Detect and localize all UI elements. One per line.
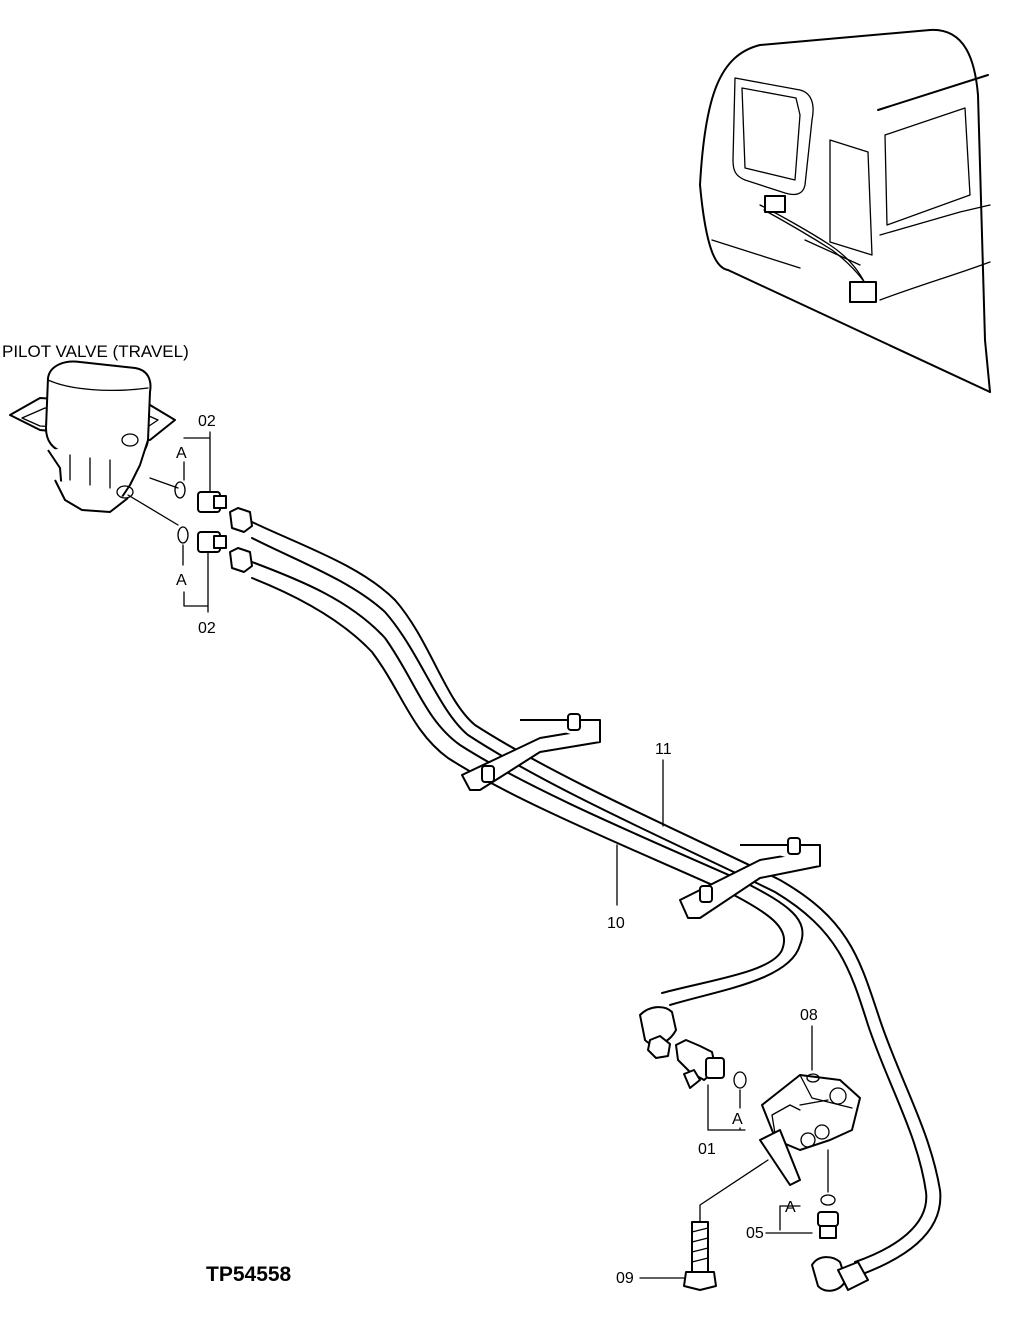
hose-clamp [461, 713, 821, 919]
callout-11: 11 [655, 741, 672, 827]
callout-label: 01 [698, 1141, 716, 1158]
callout-08: 08 [800, 1007, 818, 1071]
callout-09: 09 [616, 1159, 769, 1291]
reference-number: TP54558 [206, 1263, 292, 1286]
callout-02-top: 02 A [174, 413, 216, 499]
o-ring-icon [177, 526, 189, 544]
marker-a: A [732, 1111, 743, 1128]
pilot-valve-travel [9, 360, 176, 513]
adapter-fitting [197, 491, 227, 553]
valve-location-icon [849, 281, 877, 303]
callout-10: 10 [607, 844, 625, 932]
callout-label: 02 [198, 620, 216, 637]
elbow-fitting-upper [639, 1006, 677, 1059]
valve-location-icon [764, 195, 786, 213]
callout-label: 10 [607, 915, 625, 932]
callout-label: 08 [800, 1007, 818, 1024]
callout-label: 09 [616, 1270, 634, 1287]
cab-location-inset [699, 28, 991, 393]
callout-05: A 05 [746, 1149, 839, 1242]
hoses [251, 521, 942, 1276]
callout-02-bottom: A 02 [176, 526, 216, 637]
callout-label: 05 [746, 1225, 764, 1242]
o-ring-icon [174, 481, 186, 499]
marker-a: A [785, 1199, 796, 1216]
hose-nut [229, 507, 253, 573]
shuttle-valve [759, 1073, 861, 1186]
o-ring-icon [820, 1194, 836, 1206]
callout-label: 11 [655, 741, 672, 758]
marker-a: A [176, 572, 187, 589]
o-ring-icon [733, 1071, 747, 1089]
elbow-fitting-lower [811, 1256, 869, 1292]
diagram-title: PILOT VALVE (TRAVEL) [2, 342, 189, 361]
callout-01: A 01 [675, 1039, 747, 1158]
callout-label: 02 [198, 413, 216, 430]
marker-a: A [176, 445, 187, 462]
